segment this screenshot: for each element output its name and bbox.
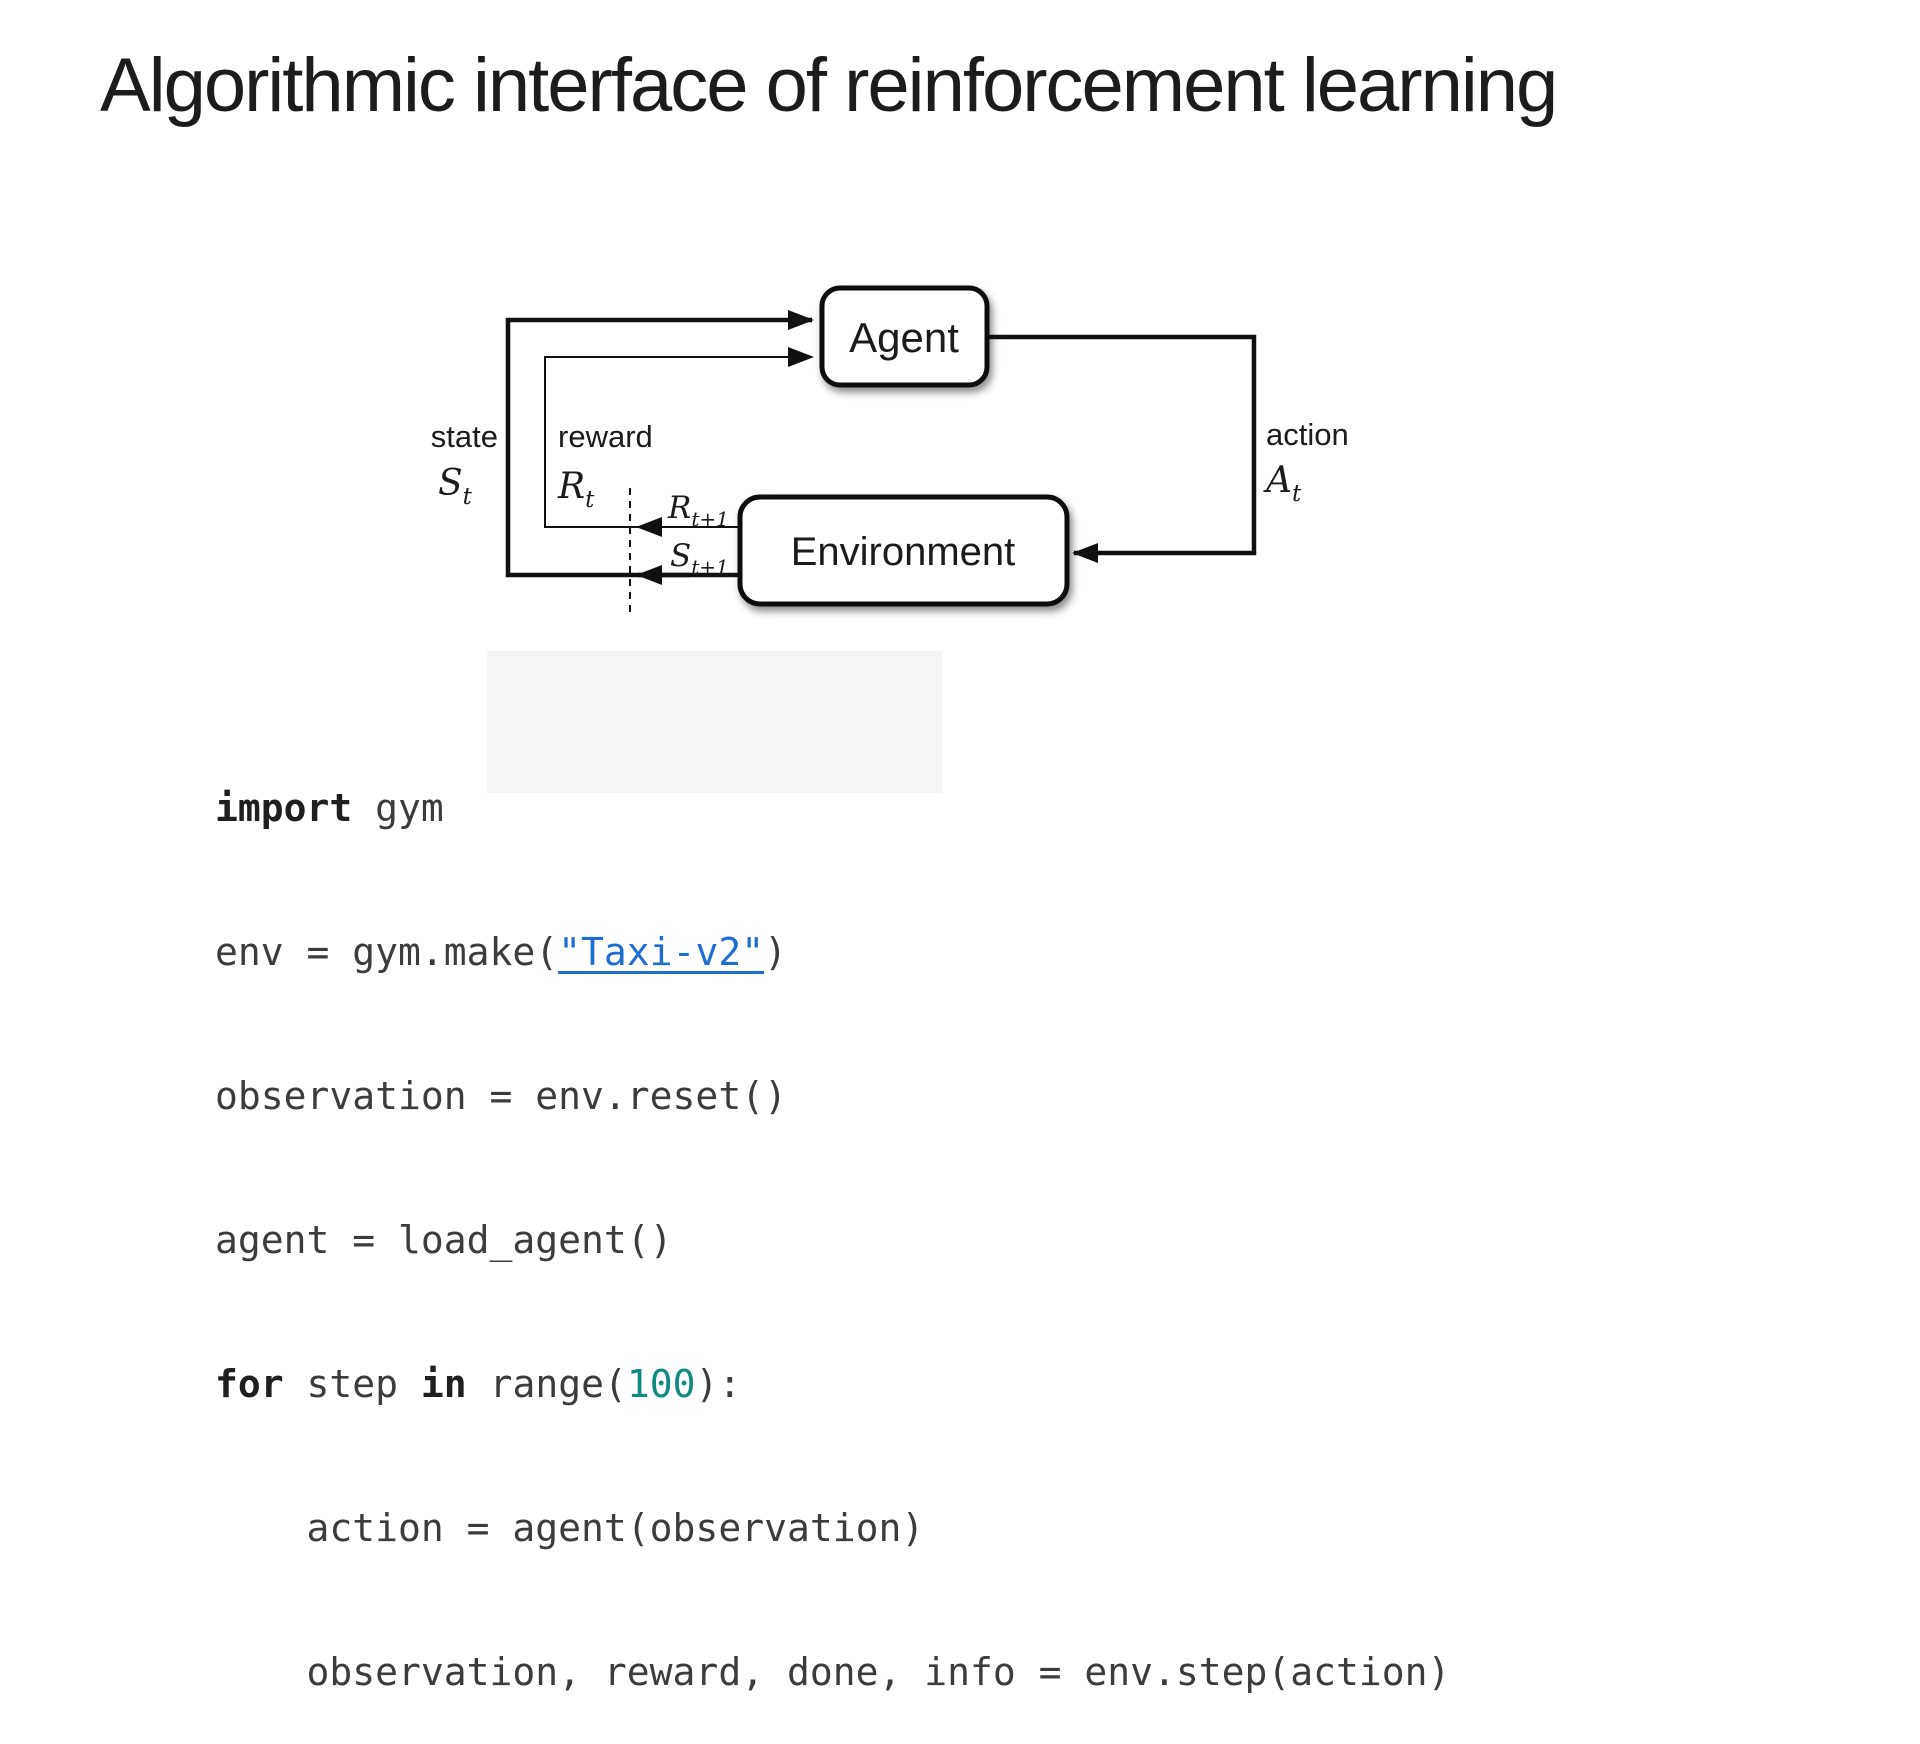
code-line: for step in range(100): xyxy=(215,1360,1450,1408)
next-state-symbol-label: St+1 xyxy=(670,538,729,579)
code-line: observation, reward, done, info = env.st… xyxy=(215,1648,1451,1696)
agent-box-label: Agent xyxy=(849,314,959,361)
code-token: agent = load_agent() xyxy=(215,1218,673,1262)
action-subscript: t xyxy=(1292,481,1302,507)
state-line xyxy=(505,310,814,578)
page-title: Algorithmic interface of reinforcement l… xyxy=(100,43,1558,128)
action-word-label: action xyxy=(1266,417,1349,452)
code-line: action = agent(observation) xyxy=(215,1504,1450,1552)
code-token: 100 xyxy=(626,1362,696,1406)
action-symbol-label: At xyxy=(1263,460,1302,507)
reward-word-label: reward xyxy=(558,419,653,454)
code-line: import gym xyxy=(215,784,1450,832)
agent-box xyxy=(819,285,990,388)
state-symbol-label: St xyxy=(438,463,473,510)
code-token: for xyxy=(215,1362,284,1406)
code-token: in xyxy=(420,1362,467,1406)
next-reward-subscript: t+1 xyxy=(691,507,729,531)
state-symbol: S xyxy=(438,463,463,504)
code-token: action = agent(observation) xyxy=(215,1506,925,1550)
environment-box-label: Environment xyxy=(791,530,1016,574)
action-line xyxy=(988,334,1257,563)
state-subscript: t xyxy=(463,484,473,510)
next-reward-symbol-label: Rt+1 xyxy=(667,490,729,531)
taxi-v2-link[interactable]: "Taxi-v2" xyxy=(558,930,765,974)
code-token: observation, reward, done, info = env.st… xyxy=(215,1650,1451,1694)
code-line: observation = env.reset() xyxy=(215,1072,1450,1120)
environment-box xyxy=(737,494,1070,607)
reward-symbol: R xyxy=(557,466,585,507)
next-state-symbol: S xyxy=(670,538,691,574)
code-token: observation = env.reset() xyxy=(215,1074,787,1118)
code-line: env = gym.make("Taxi-v2") xyxy=(215,928,1450,976)
code-token: env = gym.make( xyxy=(215,930,559,974)
code-token: range( xyxy=(466,1362,627,1406)
action-symbol: A xyxy=(1263,460,1292,501)
reward-symbol-label: Rt xyxy=(557,466,595,513)
next-state-subscript: t+1 xyxy=(691,555,729,579)
code-line: agent = load_agent() xyxy=(215,1216,1450,1264)
rl-agent-environment-diagram: Agent Environment state St reward Rt Rt+… xyxy=(431,285,1349,612)
next-reward-symbol: R xyxy=(667,490,691,526)
state-word-label: state xyxy=(431,419,498,454)
code-token: step xyxy=(283,1362,421,1406)
code-token: gym xyxy=(352,786,444,830)
code-token: ) xyxy=(764,930,787,974)
code-token: ): xyxy=(695,1362,742,1406)
code-token: import xyxy=(215,786,353,830)
code-background-patch xyxy=(487,651,942,793)
code-snippet: import gym env = gym.make("Taxi-v2") obs… xyxy=(215,688,1450,1744)
reward-subscript: t xyxy=(585,487,595,513)
